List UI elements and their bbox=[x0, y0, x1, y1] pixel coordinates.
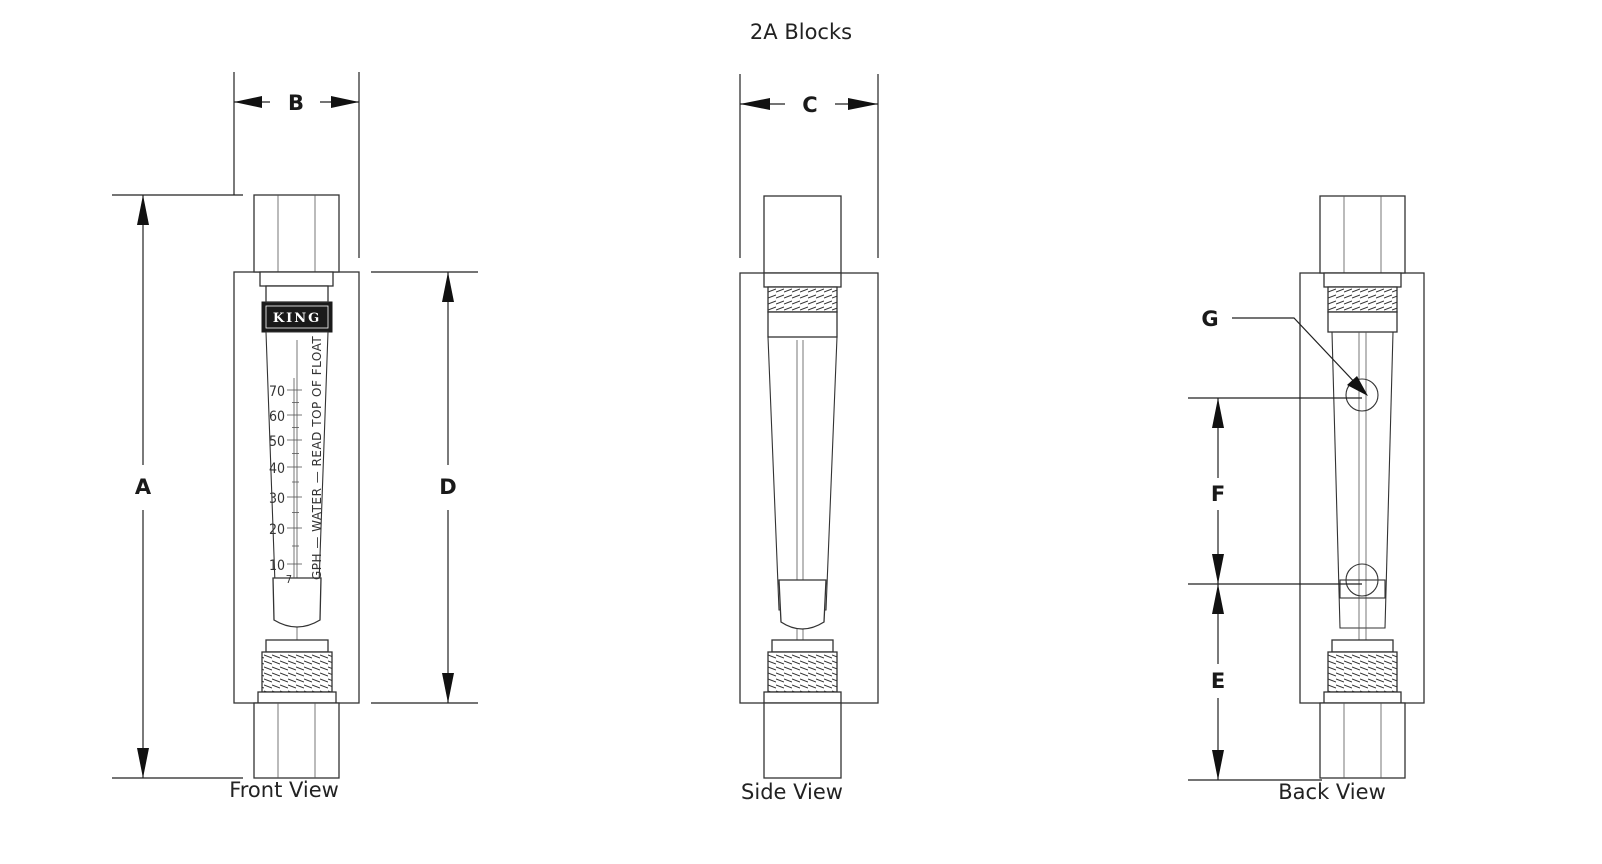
front-view: KING 70 60 50 40 30 20 10 7 GPH — WATER bbox=[112, 72, 478, 779]
side-lower-thread bbox=[767, 651, 838, 693]
front-block bbox=[233, 271, 360, 704]
front-lower-thread bbox=[261, 651, 333, 693]
scale-label-7: 7 bbox=[286, 573, 292, 586]
scale-label-70: 70 bbox=[269, 384, 285, 400]
scale-label-40: 40 bbox=[269, 461, 285, 477]
back-bottom-fitting bbox=[1319, 702, 1406, 779]
scale-label-30: 30 bbox=[269, 491, 285, 507]
drawing-title: 2A Blocks bbox=[749, 20, 853, 44]
back-upper-thread bbox=[1327, 286, 1398, 313]
flow-scale: 70 60 50 40 30 20 10 7 GPH — WATER — REA… bbox=[269, 336, 324, 586]
side-top-fitting bbox=[763, 195, 842, 274]
back-view-caption: Back View bbox=[1278, 780, 1386, 804]
side-upper-thread bbox=[767, 286, 838, 313]
scale-label-10: 10 bbox=[269, 558, 285, 574]
dim-label-d: D bbox=[439, 475, 456, 499]
scale-label-50: 50 bbox=[269, 434, 285, 450]
front-bottom-fitting bbox=[253, 702, 340, 779]
back-tapered-tube bbox=[1331, 331, 1394, 629]
side-float bbox=[778, 579, 827, 630]
dim-label-a: A bbox=[135, 475, 152, 499]
front-top-fitting bbox=[253, 194, 340, 273]
dim-label-e: E bbox=[1211, 669, 1225, 693]
side-view: C bbox=[739, 74, 879, 779]
dim-label-f: F bbox=[1211, 482, 1225, 506]
side-bottom-fitting bbox=[763, 702, 842, 779]
dim-label-g: G bbox=[1201, 307, 1218, 331]
back-view: G F E bbox=[1188, 195, 1425, 781]
float-position-max bbox=[1345, 378, 1379, 412]
logo-text: KING bbox=[273, 311, 321, 326]
front-float bbox=[272, 577, 322, 628]
scale-label-60: 60 bbox=[269, 409, 285, 425]
front-view-caption: Front View bbox=[229, 778, 339, 802]
dim-label-c: C bbox=[802, 93, 817, 117]
back-top-fitting bbox=[1319, 195, 1406, 274]
scale-vertical-label: GPH — WATER — READ TOP OF FLOAT bbox=[310, 336, 324, 580]
side-tapered-tube bbox=[767, 336, 838, 611]
back-lower-thread bbox=[1327, 651, 1398, 693]
scale-label-20: 20 bbox=[269, 522, 285, 538]
back-block bbox=[1299, 272, 1425, 704]
dim-label-b: B bbox=[288, 91, 304, 115]
side-view-caption: Side View bbox=[741, 780, 843, 804]
